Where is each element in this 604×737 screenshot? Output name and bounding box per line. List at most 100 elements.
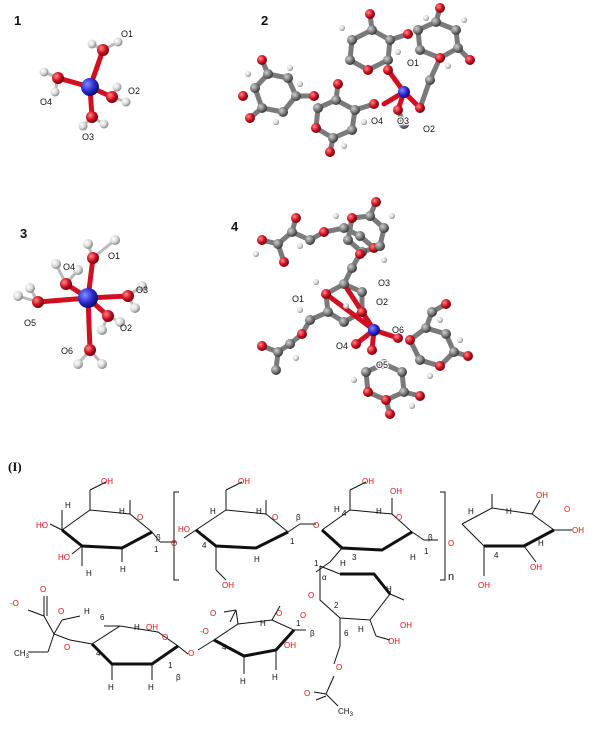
panel-2-atoms <box>238 3 475 157</box>
ring-d-oh-right: OH <box>572 526 584 535</box>
panel-1: 1 <box>14 13 140 142</box>
panel-1-atom-o1: O1 <box>121 29 133 39</box>
acetate-e <box>313 675 339 707</box>
panel-1-metal-atom <box>81 78 99 96</box>
ring-e-ring-o: O <box>308 591 314 600</box>
ring-f-oh: OH <box>284 641 296 650</box>
ring-b-ho-left: HO <box>178 525 190 534</box>
ring-a-link-o: O <box>171 539 177 548</box>
ring-c-ring-o: O <box>396 513 402 522</box>
panel-4-atom-o2: O2 <box>376 297 388 307</box>
ring-c-oh-top: OH <box>362 477 374 486</box>
ring-f-carbonyl-o: O <box>210 609 216 618</box>
panel-1-label: 1 <box>14 13 21 28</box>
ring-d-h1: H <box>506 507 512 516</box>
ring-c-pos1: 1 <box>424 547 429 556</box>
repeat-subscript: n <box>448 571 454 583</box>
structure-i: (I) n OH HO HO O O H H H H <box>8 459 584 718</box>
panel-3-atom-o3: O3 <box>136 285 148 295</box>
panel-4-atom-o1: O1 <box>292 294 304 304</box>
ring-g-ch3: CH3 <box>14 649 30 660</box>
ring-c-h2: H <box>376 507 382 516</box>
ring-c-link-o: O <box>448 539 454 548</box>
ring-e-oh-right: OH <box>400 621 412 630</box>
ring-f-pos1: 1 <box>296 619 301 628</box>
ring-e-oh-bottom: OH <box>388 637 400 646</box>
ring-b <box>183 481 316 581</box>
ring-d-h2: H <box>468 507 474 516</box>
ring-f-h3: H <box>260 619 266 628</box>
ring-b-h2: H <box>210 507 216 516</box>
ring-g-ring-o: O <box>162 633 168 642</box>
panel-1-atoms <box>39 37 131 131</box>
ring-g-h4: H <box>134 623 140 632</box>
ring-a-h2: H <box>119 507 125 516</box>
panel-4-atom-o5: O5 <box>376 360 388 370</box>
ring-f-pos4: 4 <box>222 643 227 652</box>
ring-g-oh: OH <box>146 623 158 632</box>
ring-c-pos3: 3 <box>352 553 357 562</box>
ring-b-beta: β <box>296 513 301 522</box>
acetate-e-ch3: CH3 <box>338 707 354 718</box>
ring-e-pos6: 6 <box>344 629 349 638</box>
ring-g-carbonyl-o: O <box>40 585 46 594</box>
panel-1-atom-o4: O4 <box>40 97 52 107</box>
panel-4-atom-o3: O3 <box>378 278 390 288</box>
ring-a-h4: H <box>120 565 126 574</box>
ring-a-oh-top: OH <box>101 477 113 486</box>
ring-c-h1: H <box>334 505 340 514</box>
ring-d-pos4: 4 <box>494 551 499 560</box>
ring-a-ring-o: O <box>137 513 143 522</box>
panel-4-atoms <box>253 197 473 419</box>
panel-2-atom-o4: O4 <box>371 116 383 126</box>
ring-g-beta: β <box>176 673 181 682</box>
ring-g-h2: H <box>108 683 114 692</box>
ring-e-alpha: α <box>322 573 327 582</box>
ring-g-ketal-o2: O <box>64 643 70 652</box>
panel-4: 4 <box>231 197 473 419</box>
ring-g-ketal-o1: O <box>58 607 64 616</box>
ring-a-ho-left: HO <box>36 521 48 530</box>
panel-3-atoms <box>13 235 147 369</box>
ring-g-h1: H <box>84 607 90 616</box>
ring-b-link-o: O <box>313 521 319 530</box>
ring-d-oh-top: OH <box>536 491 548 500</box>
ring-b-pos4: 4 <box>202 541 207 550</box>
acetate-e-o: O <box>304 689 310 698</box>
ring-e-h3: H <box>358 625 364 634</box>
panel-3: 3 <box>13 226 148 369</box>
panel-2-metal-atom <box>398 86 410 98</box>
ring-g <box>27 596 189 680</box>
ring-e <box>315 561 405 665</box>
ring-a <box>49 481 176 566</box>
ring-g-carboxylate: -O <box>10 599 19 608</box>
panel-4-atom-o6: O6 <box>392 325 404 335</box>
ring-g-h3: H <box>148 683 154 692</box>
ring-a-pos1: 1 <box>154 545 159 554</box>
ring-g-pos6: 6 <box>100 613 105 622</box>
ring-d-oh-low: OH <box>478 581 490 590</box>
ring-e-link-o: O <box>300 611 306 620</box>
panel-1-atom-o2: O2 <box>128 86 140 96</box>
ring-d-ring-o: O <box>564 505 570 514</box>
ring-c-h3: H <box>410 553 416 562</box>
panel-3-label: 3 <box>20 226 27 241</box>
ring-f-carboxylate: -O <box>200 627 209 636</box>
ring-e-pos2: 2 <box>334 601 339 610</box>
ring-c-pos4: 4 <box>342 509 347 518</box>
panel-2-atom-o3: O3 <box>397 116 409 126</box>
ring-e-ester-o: O <box>336 663 342 672</box>
panel-3-metal-atom <box>78 288 98 308</box>
ring-b-h3: H <box>254 555 260 564</box>
ring-f-beta: β <box>310 629 315 638</box>
ring-c <box>320 481 438 563</box>
ring-b-oh-bottom: OH <box>222 581 234 590</box>
panel-2-atom-o1: O1 <box>407 58 419 68</box>
panel-3-atom-o6: O6 <box>61 346 73 356</box>
ring-e-pos1: 1 <box>314 559 319 568</box>
panel-3-atom-o5: O5 <box>24 318 36 328</box>
ring-f-link-o: O <box>188 649 194 658</box>
ring-c-beta: β <box>428 533 433 542</box>
ring-d-h3: H <box>538 539 544 548</box>
